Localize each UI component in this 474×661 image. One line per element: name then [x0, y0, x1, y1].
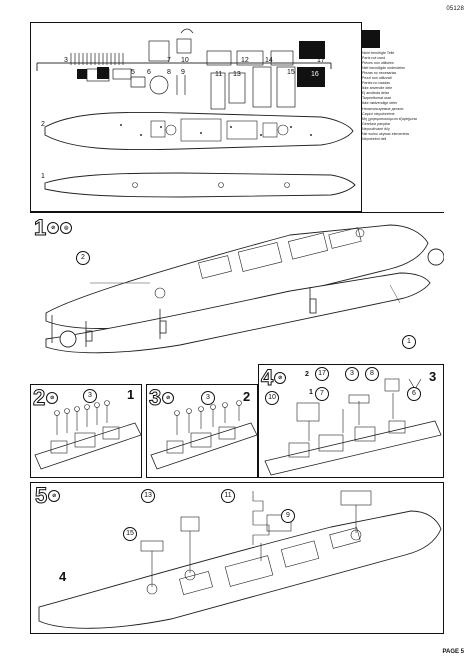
- quantity-label: 2: [243, 389, 251, 404]
- step-2-panel: 2 ⊘ 3 1: [30, 384, 142, 478]
- part-callout: 15: [123, 527, 137, 541]
- quantity-label: 3: [429, 369, 437, 384]
- step-number: 2: [32, 385, 46, 410]
- legend-line: Niet benodigde onderdelen: [362, 66, 406, 71]
- glue-icon: ⊘: [47, 222, 60, 234]
- sprue-diagram: [36, 28, 356, 198]
- legend-line: Piezas no necesarias: [362, 71, 397, 76]
- legend-line: Неиспользуемые детали: [362, 106, 404, 111]
- step-1-badge: 1 ⊘ ◎: [33, 215, 73, 240]
- step-2-diagram: [34, 400, 142, 470]
- legend-line: Nepotrebni deli: [362, 136, 387, 141]
- step-number: 1: [33, 215, 47, 240]
- part-callout: 3: [201, 391, 215, 405]
- step-number: 3: [148, 385, 162, 410]
- part-callout: 3: [345, 367, 359, 381]
- part-label: 12: [241, 57, 249, 64]
- legend-line: Pezzi non utilizzati: [362, 76, 392, 81]
- step-2-badge: 2 ⊘: [32, 385, 59, 410]
- page-code: 05128: [446, 6, 464, 12]
- part-label: 8: [167, 69, 171, 76]
- part-callout: 7: [315, 387, 329, 401]
- part-callout: 9: [281, 509, 295, 523]
- quantity-label: 1: [309, 389, 313, 396]
- part-label: 9: [181, 69, 185, 76]
- legend-line: Μη χρησιμοποιούμενα εξαρτήματα: [362, 116, 417, 121]
- parts-check-icon: ◎: [60, 222, 73, 234]
- part-callout: 1: [402, 335, 416, 349]
- part-callout: 3: [83, 389, 97, 403]
- unused-parts-swatch: [362, 30, 380, 48]
- part-callout: 8: [365, 367, 379, 381]
- part-label: 17: [317, 57, 325, 64]
- part-label: 7: [167, 57, 171, 64]
- legend-line: Partes no usadas: [362, 81, 390, 86]
- step-4-diagram: [264, 378, 442, 476]
- part-callout: 13: [141, 489, 155, 503]
- part-callout: 6: [407, 387, 421, 401]
- page-number: PAGE 5: [442, 649, 464, 655]
- step-1-diagram: [45, 224, 444, 354]
- glue-icon: ⊘: [48, 490, 61, 502]
- legend-line: Ikke nødvendige deler: [362, 101, 398, 106]
- parts-overview-panel: 3 4 5 6 7 8 9 10 11 12 13 14 15 16 17 1 …: [30, 22, 362, 212]
- step-3-badge: 3 ⊘: [148, 385, 175, 410]
- step-3-diagram: [150, 400, 258, 470]
- step-4-panel: 4 ⊘ 2 17 3 8 10 1 7 6 3: [258, 364, 444, 478]
- part-label: 4: [83, 69, 87, 76]
- part-label: 14: [265, 57, 273, 64]
- legend-line: Nicht benötigte Teile: [362, 51, 395, 55]
- part-label: 11: [215, 71, 223, 78]
- step-1-panel: 1 ⊘ ◎ 2 1: [30, 212, 444, 364]
- part-label: 10: [181, 57, 189, 64]
- step-4-badge: 4 ⊘: [260, 365, 287, 390]
- part-label: 16: [311, 71, 319, 78]
- legend-line: Ikke anvendte dele: [362, 86, 393, 91]
- step-number: 5: [34, 483, 48, 508]
- step-number: 4: [260, 365, 274, 390]
- legend-line: Części niepotrzebne: [362, 111, 395, 116]
- quantity-label: 4: [59, 569, 67, 584]
- step-5-diagram: [38, 490, 442, 629]
- part-callout: 10: [265, 391, 279, 405]
- quantity-label: 2: [305, 371, 309, 378]
- step-5-badge: 5 ⊘: [34, 483, 61, 508]
- legend-line: Gereksiz parçalar: [362, 121, 391, 126]
- legend-line: Ej använda delar: [362, 91, 389, 96]
- legend-line: Tarpeettomat osat: [362, 96, 391, 101]
- part-label: 13: [233, 71, 241, 78]
- glue-icon: ⊘: [274, 372, 287, 384]
- part-callout: 17: [315, 367, 329, 381]
- legend-line: Pièces non utilisées: [362, 61, 394, 66]
- part-callout: 2: [76, 251, 90, 265]
- step-3-panel: 3 ⊘ 3 2: [146, 384, 258, 478]
- part-label: 15: [287, 69, 295, 76]
- part-label: 6: [147, 69, 151, 76]
- deck-label: 2: [41, 121, 45, 128]
- quantity-label: 1: [127, 387, 135, 402]
- legend-line: Nie wolno używać elementów: [362, 131, 410, 136]
- part-label: 3: [64, 57, 68, 64]
- legend-line: Parts not used: [362, 56, 386, 61]
- part-label: 5: [131, 69, 135, 76]
- part-callout: 11: [221, 489, 235, 503]
- glue-icon: ⊘: [162, 392, 175, 404]
- legend-line: Nepoužívané díly: [362, 126, 390, 131]
- hull-label: 1: [41, 173, 45, 180]
- glue-icon: ⊘: [46, 392, 59, 404]
- step-5-panel: 5 ⊘ 13 11 9 15 4: [30, 482, 444, 634]
